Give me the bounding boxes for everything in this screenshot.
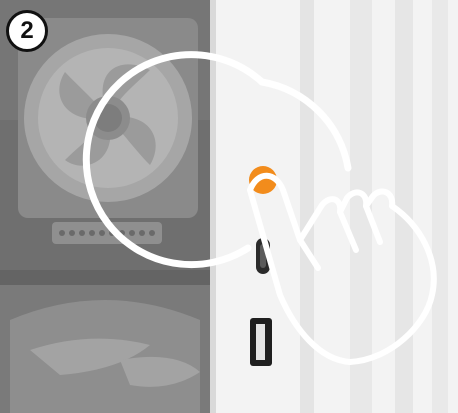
- case-fan-icon: [18, 18, 198, 244]
- step-number-label: 2: [20, 19, 33, 43]
- bottom-fan-icon: [0, 285, 210, 413]
- usb-a-port-icon: [250, 318, 272, 366]
- case-front-panel: [210, 0, 458, 413]
- step-number-badge: 2: [6, 10, 48, 52]
